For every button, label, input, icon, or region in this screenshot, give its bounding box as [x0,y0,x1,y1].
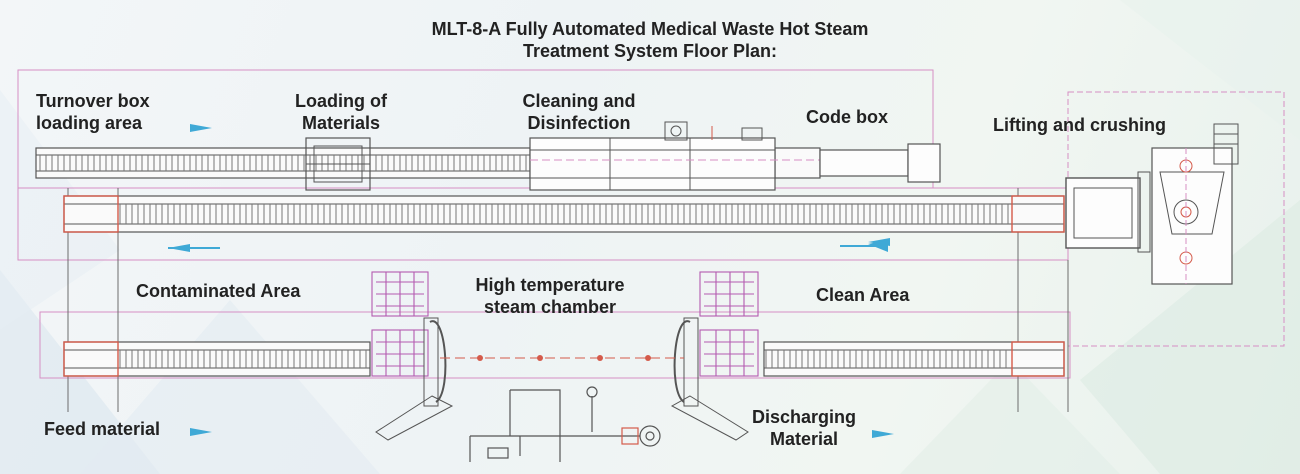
label-cleaning-line-2: Disinfection [527,113,631,133]
cleaning-unit [529,121,930,191]
loading-station [305,137,371,191]
label-chamber-line-2: steam chamber [483,297,617,317]
label-clean-area: Clean Area [816,285,910,305]
conveyor-return [63,195,1065,233]
lifting-crusher-unit [1065,123,1239,285]
label-cleaning-line-1: Cleaning and [522,91,636,111]
label-discharging-material: Discharging Material [744,406,864,450]
rack-right [699,271,759,377]
label-turnover-line-2: loading area [36,113,143,133]
label-code-box: Code box [806,107,889,127]
conveyor-bottom-right [763,341,1065,377]
label-turnover-line-1: Turnover box [36,91,150,111]
conveyor-bottom-left [63,341,371,377]
steam-chamber [375,317,749,441]
label-turnover-box: Turnover box loading area [36,90,150,134]
label-loading-line-1: Loading of [295,91,387,111]
outline-frame-bottom [39,311,1071,379]
label-steam-chamber: High temperature steam chamber [452,274,648,318]
label-loading-line-2: Materials [301,113,381,133]
conveyor-top [35,147,821,179]
label-loading-materials: Loading of Materials [284,90,398,134]
label-cleaning-disinfection: Cleaning and Disinfection [504,90,654,134]
label-lifting-crushing: Lifting and crushing [993,115,1166,135]
label-chamber-line-1: High temperature [475,275,625,295]
label-contaminated-area: Contaminated Area [136,281,301,301]
steam-piping [469,386,661,462]
label-discharging-line-1: Discharging [751,407,857,427]
page-title: MLT-8-A Fully Automated Medical Waste Ho… [300,18,1000,62]
rack-left [371,271,429,377]
title-line-2: Treatment System Floor Plan: [522,41,778,61]
label-discharging-line-2: Material [769,429,839,449]
title-line-1: MLT-8-A Fully Automated Medical Waste Ho… [431,19,869,39]
code-box-unit [819,143,941,183]
label-feed-material: Feed material [44,419,161,439]
